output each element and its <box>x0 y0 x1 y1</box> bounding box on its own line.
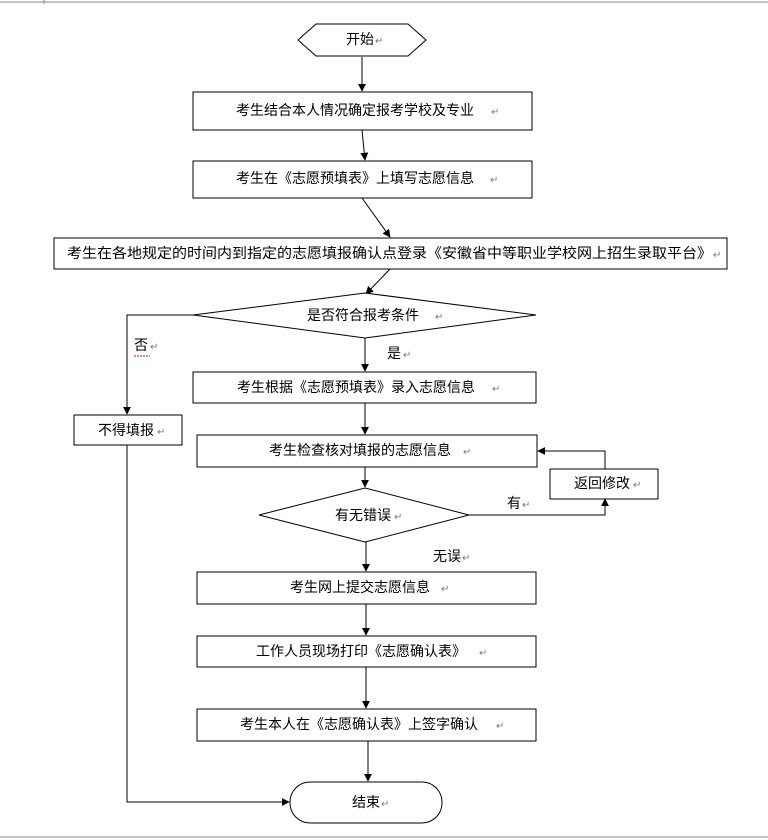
step-login: 考生在各地规定的时间内到指定的志愿填报确认点登录《安徽省中等职业学校网上招生录取… <box>53 237 728 270</box>
paragraph-mark: ↵ <box>490 175 498 186</box>
paragraph-mark: ↵ <box>150 342 158 353</box>
end-node: 结束 ↵ <box>289 781 443 824</box>
paragraph-mark: ↵ <box>463 447 471 458</box>
step-modify-label: 返回修改 <box>574 476 630 492</box>
paragraph-mark: ↵ <box>381 799 389 810</box>
decision-eligible-label: 是否符合报考条件 <box>307 307 419 324</box>
edge-fill-to-login <box>361 197 391 238</box>
label-no: 否 <box>134 338 148 354</box>
step-enter-info-label: 考生根据《志愿预填表》录入志愿信息 <box>237 379 475 396</box>
decision-eligible: 是否符合报考条件 ↵ <box>192 292 537 339</box>
step-check: 考生检查核对填报的志愿信息 ↵ <box>196 434 538 468</box>
label-no-error: 无误 <box>433 549 461 565</box>
paragraph-mark: ↵ <box>441 584 449 595</box>
paragraph-mark: ↵ <box>496 721 504 732</box>
step-check-label: 考生检查核对填报的志愿信息 <box>269 442 451 459</box>
paragraph-mark: ↵ <box>157 427 165 438</box>
edge-eligible-no <box>123 314 193 415</box>
paragraph-mark: ↵ <box>522 500 530 511</box>
step-modify: 返回修改 ↵ <box>549 468 659 500</box>
start-label: 开始 <box>346 32 374 48</box>
step-sign-label: 考生本人在《志愿确认表》上签字确认 <box>240 716 478 733</box>
step-enter-info: 考生根据《志愿预填表》录入志愿信息 ↵ <box>192 371 537 404</box>
step-fill-form-label: 考生在《志愿预填表》上填写志愿信息 <box>236 170 474 187</box>
start-node: 开始 ↵ <box>297 23 427 57</box>
step-print-label: 工作人员现场打印《志愿确认表》 <box>256 643 466 660</box>
label-yes: 是 <box>387 346 401 362</box>
edge-errors-yes <box>469 498 609 516</box>
edge-login-to-eligible <box>365 268 391 295</box>
paragraph-mark: ↵ <box>394 512 402 523</box>
paragraph-mark: ↵ <box>403 350 411 361</box>
paragraph-mark: ↵ <box>491 107 499 118</box>
edge-not-allowed-to-end <box>126 445 290 806</box>
paragraph-mark: ↵ <box>633 480 641 491</box>
step-choose-school-label: 考生结合本人情况确定报考学校及专业 <box>236 102 474 119</box>
end-label: 结束 <box>352 795 380 811</box>
step-choose-school: 考生结合本人情况确定报考学校及专业 ↵ <box>192 91 533 131</box>
decision-errors: 有无错误 ↵ <box>258 487 471 543</box>
step-submit-label: 考生网上提交志愿信息 <box>290 579 430 596</box>
label-has-error: 有 <box>507 496 521 512</box>
step-submit: 考生网上提交志愿信息 ↵ <box>196 571 537 605</box>
step-fill-form: 考生在《志愿预填表》上填写志愿信息 ↵ <box>192 160 533 199</box>
paragraph-mark: ↵ <box>713 250 721 261</box>
step-login-label: 考生在各地规定的时间内到指定的志愿填报确认点登录《安徽省中等职业学校网上招生录取… <box>67 245 712 262</box>
paragraph-mark: ↵ <box>492 384 500 395</box>
step-not-allowed-label: 不得填报 <box>98 422 154 439</box>
paragraph-mark: ↵ <box>435 312 443 323</box>
paragraph-mark: ↵ <box>462 553 470 564</box>
edge-choose-to-fill <box>360 129 369 161</box>
paragraph-mark: ↵ <box>375 36 383 47</box>
step-print: 工作人员现场打印《志愿确认表》 ↵ <box>196 635 537 668</box>
paragraph-mark: ↵ <box>479 648 487 659</box>
step-sign: 考生本人在《志愿确认表》上签字确认 ↵ <box>196 708 537 742</box>
edge-modify-to-check <box>537 447 606 469</box>
step-not-allowed: 不得填报 ↵ <box>73 414 183 446</box>
decision-errors-label: 有无错误 <box>335 508 391 524</box>
